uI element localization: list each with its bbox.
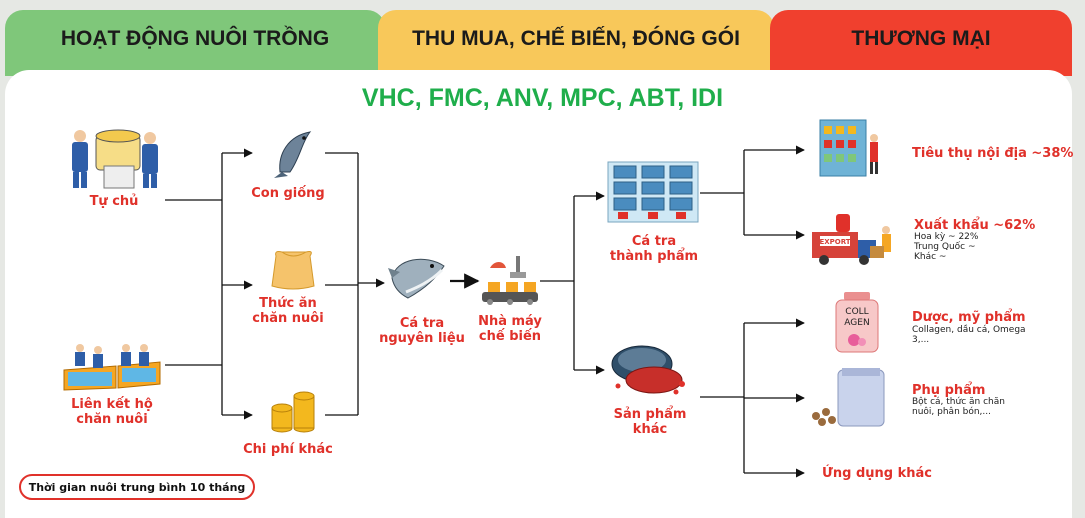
company-headline: VHC, FMC, ANV, MPC, ABT, IDI <box>361 84 724 112</box>
tab-trade: THƯƠNG MẠI <box>770 10 1072 76</box>
domestic-consumption-label: Tiêu thụ nội địa ~38% <box>912 146 1074 161</box>
farming-duration-text: Thời gian nuôi trung bình 10 tháng <box>28 480 246 494</box>
coin-stack-icon <box>271 391 315 433</box>
export-sign-text: EXPORT <box>819 238 850 246</box>
other-applications-label: Ứng dụng khác <box>822 466 932 481</box>
fish-pond-workers-icon <box>63 344 161 391</box>
tab-processing: THU MUA, CHẾ BIẾN, ĐÓNG GÓI <box>378 10 774 76</box>
pharma-cosmetics-label: Dược, mỹ phẩm <box>912 310 1026 325</box>
other-cost-label: Chi phí khác <box>243 442 333 457</box>
content-card <box>5 70 1072 518</box>
domestic-store-icon <box>819 119 878 177</box>
tab-farming-label: HOẠT ĐỘNG NUÔI TRỒNG <box>60 27 330 50</box>
feed-sack-icon <box>271 251 315 290</box>
tab-processing-label: THU MUA, CHẾ BIẾN, ĐÓNG GÓI <box>412 27 740 50</box>
export-truck-icon: EXPORT <box>812 214 891 265</box>
tab-farming: HOẠT ĐỘNG NUÔI TRỒNG <box>5 10 385 76</box>
collagen-jar-icon: COLL AGEN <box>835 292 879 353</box>
fry-label: Con giống <box>251 186 325 201</box>
export-detail: Hoa kỳ ~ 22%Trung Quốc ~Khác ~ <box>914 232 979 262</box>
farming-duration-note: Thời gian nuôi trung bình 10 tháng <box>19 474 255 500</box>
pangasius-fish-icon <box>388 258 445 299</box>
export-label: Xuất khẩu ~62% <box>914 218 1036 233</box>
self-operated-label: Tự chủ <box>89 194 139 209</box>
collagen-text-2: AGEN <box>844 318 869 328</box>
processing-plant-icon <box>482 256 538 305</box>
fingerling-fish-icon <box>274 131 312 178</box>
tab-trade-label: THƯƠNG MẠI <box>851 27 991 50</box>
collagen-text-1: COLL <box>845 307 868 317</box>
packaged-fish-shelf-icon <box>607 161 699 223</box>
byproduct-bag-icon <box>812 368 885 427</box>
byproduct-label: Phụ phẩm <box>912 383 986 398</box>
caviar-tin-icon <box>611 345 685 395</box>
factory-workers-icon <box>72 129 158 189</box>
